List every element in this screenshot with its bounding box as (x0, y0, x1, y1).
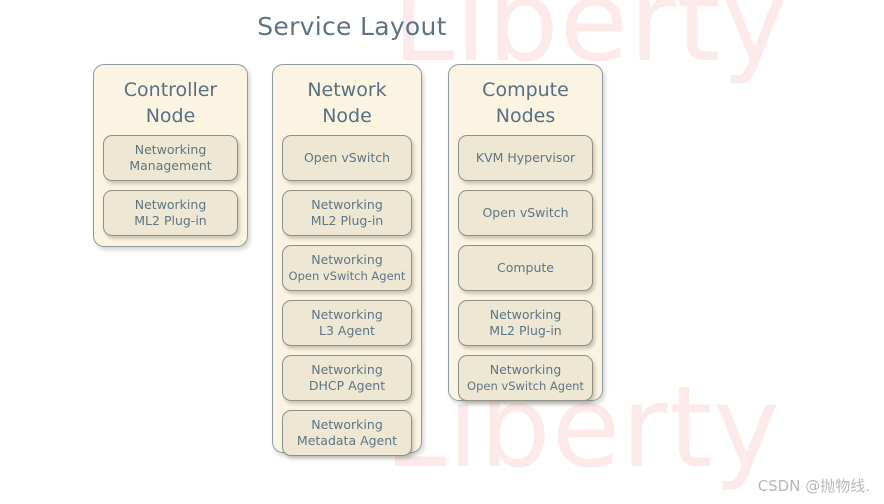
service-label-primary: Networking (311, 362, 383, 377)
service-label-secondary: Open vSwitch Agent (288, 269, 406, 283)
service-box[interactable]: Open vSwitch (282, 135, 412, 181)
page-title: Service Layout (257, 12, 447, 41)
service-label-secondary: L3 Agent (319, 323, 375, 338)
service-label-primary: Networking (489, 307, 562, 322)
service-label-primary: Networking (311, 417, 383, 432)
service-box[interactable]: KVM Hypervisor (458, 135, 593, 181)
service-label-primary: KVM Hypervisor (475, 150, 576, 165)
service-label-secondary: ML2 Plug-in (134, 213, 207, 228)
node-heading-compute: Compute Nodes (482, 79, 569, 127)
service-label-primary: Networking (311, 197, 383, 212)
service-box[interactable]: Compute (458, 245, 593, 291)
service-label-secondary: DHCP Agent (308, 378, 386, 393)
service-label-primary: Networking (311, 252, 383, 267)
service-label-primary: Open vSwitch (303, 150, 391, 165)
service-box[interactable]: Open vSwitch (458, 190, 593, 236)
service-label-primary: Networking (134, 197, 207, 212)
service-label-secondary: ML2 Plug-in (489, 323, 562, 338)
service-label-secondary: Metadata Agent (296, 433, 398, 448)
service-label-primary: Open vSwitch (482, 205, 569, 220)
node-heading-network: Network Node (307, 79, 387, 127)
service-label-primary: Networking (489, 362, 562, 377)
service-label-primary: Networking (134, 142, 207, 157)
service-label-primary: Compute (496, 260, 554, 275)
footer-credit: CSDN @抛物线. (757, 477, 870, 495)
service-label-primary: Networking (311, 307, 383, 322)
service-label-secondary: Open vSwitch Agent (467, 379, 584, 393)
node-heading-controller: Controller Node (123, 79, 218, 127)
service-label-secondary: ML2 Plug-in (310, 213, 384, 228)
service-label-secondary: Management (129, 158, 212, 173)
